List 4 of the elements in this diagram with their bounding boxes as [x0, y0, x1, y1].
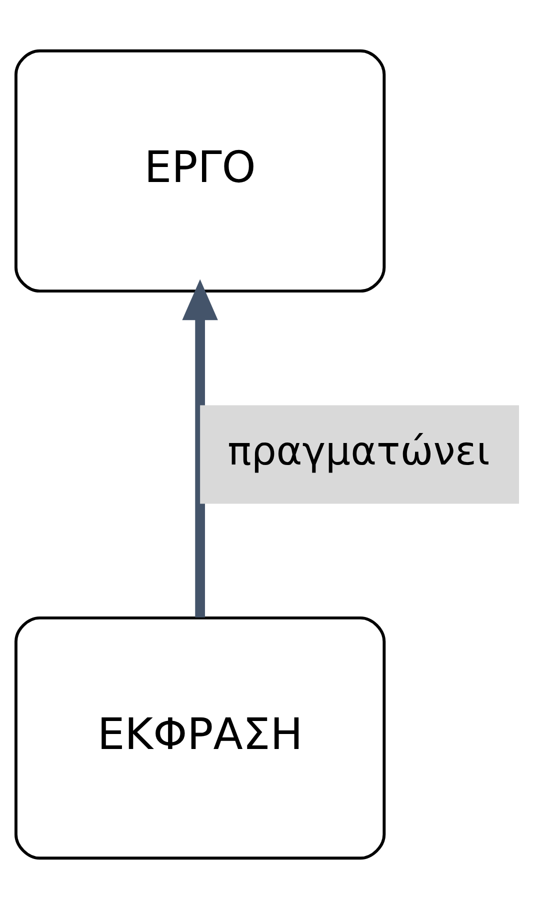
- node-box: ΕΡΓΟ: [14, 48, 386, 292]
- node-box: ΕΚΦΡΑΣΗ: [14, 616, 386, 860]
- edge-label: πραγματώνει: [228, 428, 490, 474]
- arrow: [182, 278, 218, 617]
